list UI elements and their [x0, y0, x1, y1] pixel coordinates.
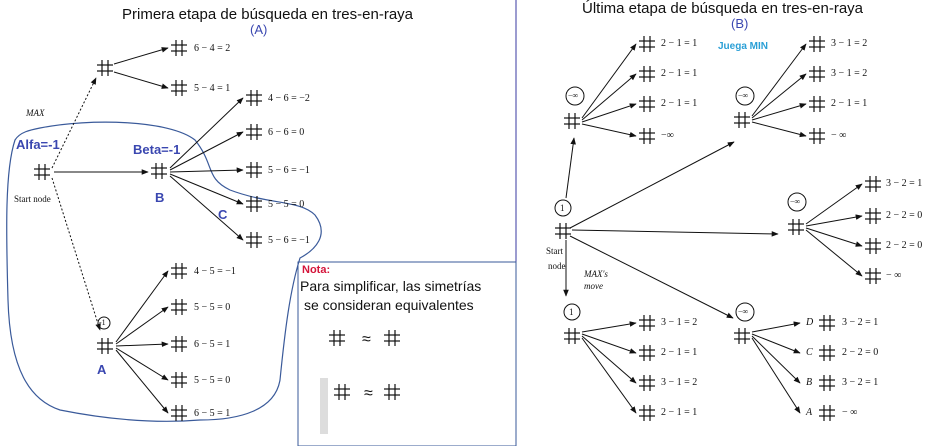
- eval-a-1: 6 − 4 = 2: [194, 43, 231, 54]
- eval-b1-2: 2 − 1 = 1: [661, 68, 698, 79]
- b-group4-board: [563, 327, 581, 345]
- b-group4-circle: [563, 303, 581, 321]
- start-node-board: [33, 163, 51, 181]
- eval-b3-4: − ∞: [886, 270, 902, 281]
- nota-approx-1: ≈: [362, 331, 371, 348]
- node-a-value: -1: [99, 318, 106, 327]
- eval-a-6: 5 − 5 = 0: [268, 199, 305, 210]
- b-group1-circle: [565, 86, 585, 106]
- panel-b-title: Última etapa de búsqueda en tres-en-raya: [582, 0, 864, 17]
- max-label: MAX: [26, 108, 45, 118]
- b5-letter-c: C: [806, 347, 813, 358]
- panel-a-tag: (A): [250, 22, 268, 37]
- panel-a-leaves: [170, 39, 263, 422]
- b-start-label-2: node: [548, 261, 566, 271]
- nota-line-2: se consideran equivalentes: [304, 297, 474, 313]
- b5-letter-d: D: [806, 317, 814, 328]
- alpha-beta-region-outline: [6, 121, 322, 422]
- nota-box: [297, 261, 517, 446]
- nota-board-1: [328, 329, 346, 347]
- beta-label: Beta=-1: [133, 142, 181, 157]
- juega-min-label: Juega MIN: [718, 41, 769, 52]
- alfa-label: Alfa=-1: [16, 137, 60, 152]
- eval-b2-2: 3 − 1 = 2: [831, 68, 868, 79]
- b-group5-board: [733, 327, 751, 345]
- eval-b2-3: 2 − 1 = 1: [831, 98, 868, 109]
- eval-b5-3: 3 − 2 = 1: [842, 377, 879, 388]
- nota-board-4: [383, 383, 401, 401]
- node-c-label: C: [218, 207, 228, 222]
- eval-b3-2: 2 − 2 = 0: [886, 210, 923, 221]
- b-max-move-2: move: [584, 281, 603, 291]
- panel-a-title: Primera etapa de búsqueda en tres-en-ray…: [122, 6, 414, 23]
- b-group1-value: −∞: [568, 91, 579, 100]
- b-start-label-1: Start: [546, 246, 563, 256]
- eval-b4-1: 3 − 1 = 2: [661, 317, 698, 328]
- eval-b5-2: 2 − 2 = 0: [842, 347, 879, 358]
- start-node-label: Start node: [14, 194, 51, 204]
- node-a-board: [96, 337, 114, 355]
- b-group4-value: 1: [569, 307, 574, 317]
- eval-b2-1: 3 − 1 = 2: [831, 38, 868, 49]
- b-start-value-circle: [554, 199, 572, 217]
- b5-letter-b: B: [806, 377, 813, 388]
- eval-a-4: 6 − 6 = 0: [268, 127, 305, 138]
- nota-approx-2: ≈: [364, 385, 373, 402]
- b-group3-value: −∞: [790, 197, 801, 206]
- eval-a-12: 6 − 5 = 1: [194, 408, 231, 419]
- eval-a-3: 4 − 6 = −2: [268, 93, 310, 104]
- eval-b4-3: 3 − 1 = 2: [661, 377, 698, 388]
- node-a-label: A: [97, 362, 107, 377]
- eval-b2-4: − ∞: [831, 130, 847, 141]
- eval-a-10: 6 − 5 = 1: [194, 339, 231, 350]
- b-group2-circle: [735, 86, 755, 106]
- eval-b3-1: 3 − 2 = 1: [886, 178, 923, 189]
- eval-a-2: 5 − 4 = 1: [194, 83, 231, 94]
- node-b-board: [150, 162, 168, 180]
- b-start-value: 1: [560, 203, 565, 213]
- b-group2-value: −∞: [738, 91, 749, 100]
- nota-shadow-bar: [320, 378, 328, 434]
- b5-letter-a: A: [806, 407, 813, 418]
- b-max-move-1: MAX's: [584, 269, 608, 279]
- eval-a-11: 5 − 5 = 0: [194, 375, 231, 386]
- eval-b3-3: 2 − 2 = 0: [886, 240, 923, 251]
- node-top-board: [96, 59, 114, 77]
- nota-board-3: [333, 383, 351, 401]
- b-group2-board: [733, 111, 751, 129]
- node-b-label: B: [155, 190, 165, 205]
- eval-a-8: 4 − 5 = −1: [194, 266, 236, 277]
- eval-b4-2: 2 − 1 = 1: [661, 347, 698, 358]
- nota-board-2: [383, 329, 401, 347]
- b-group5-circle: [735, 302, 755, 322]
- eval-b5-4: − ∞: [842, 407, 858, 418]
- nota-title: Nota:: [302, 264, 331, 276]
- b-group3-board: [787, 218, 805, 236]
- eval-a-9: 5 − 5 = 0: [194, 302, 231, 313]
- eval-a-5: 5 − 6 = −1: [268, 165, 310, 176]
- eval-b1-4: −∞: [661, 130, 674, 141]
- b-group3-circle: [787, 192, 807, 212]
- b-start-board: [554, 222, 572, 240]
- b-group5-value: −∞: [738, 307, 749, 316]
- eval-b5-1: 3 − 2 = 1: [842, 317, 879, 328]
- eval-a-7: 5 − 6 = −1: [268, 235, 310, 246]
- panel-b-leaves: [638, 35, 882, 422]
- b-group1-board: [563, 112, 581, 130]
- nota-line-1: Para simplificar, las simetrías: [300, 278, 482, 294]
- eval-b4-4: 2 − 1 = 1: [661, 407, 698, 418]
- eval-b1-3: 2 − 1 = 1: [661, 98, 698, 109]
- node-a-value-circle: [97, 316, 111, 330]
- panel-b-tag: (B): [731, 16, 749, 31]
- eval-b1-1: 2 − 1 = 1: [661, 38, 698, 49]
